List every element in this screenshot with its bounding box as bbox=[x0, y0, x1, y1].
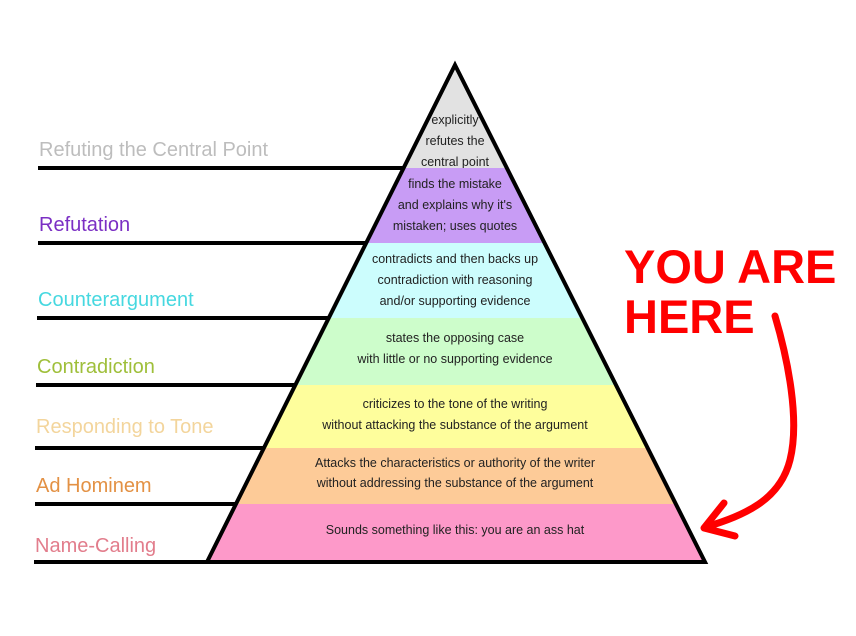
level-description: states the opposing case bbox=[386, 331, 524, 345]
level-label: Counterargument bbox=[38, 289, 194, 311]
level-band bbox=[366, 168, 545, 243]
level-description: finds the mistake bbox=[408, 177, 502, 191]
level-description: explicitly bbox=[431, 113, 479, 127]
level-description: mistaken; uses quotes bbox=[393, 219, 517, 233]
pyramid-level-5: criticizes to the tone of the writing wit… bbox=[35, 385, 648, 450]
level-description: without addressing the substance of the … bbox=[316, 476, 594, 490]
level-description: and/or supporting evidence bbox=[380, 294, 531, 308]
level-description: central point bbox=[421, 155, 490, 169]
level-description: refutes the bbox=[425, 134, 484, 148]
arrowhead-icon bbox=[700, 499, 739, 540]
arrow-icon bbox=[702, 312, 798, 531]
level-description: criticizes to the tone of the writing bbox=[363, 397, 548, 411]
level-label: Ad Hominem bbox=[36, 475, 152, 497]
level-label: Responding to Tone bbox=[36, 416, 214, 438]
level-label: Refuting the Central Point bbox=[39, 139, 268, 161]
level-label: Name-Calling bbox=[35, 535, 156, 557]
level-band bbox=[235, 448, 676, 504]
level-band bbox=[207, 504, 705, 562]
you-are-here-line2: HERE bbox=[624, 290, 755, 343]
pyramid-level-3: contradicts and then backs up contradicti… bbox=[37, 243, 583, 320]
level-description: with little or no supporting evidence bbox=[356, 352, 552, 366]
level-description: without attacking the substance of the a… bbox=[321, 418, 588, 432]
you-are-here-line1: YOU ARE bbox=[624, 240, 837, 293]
pyramid-level-7: Sounds something like this: you are an a… bbox=[34, 504, 705, 564]
level-band bbox=[328, 243, 583, 318]
level-band bbox=[263, 385, 648, 448]
level-description: Attacks the characteristics or authority… bbox=[315, 456, 595, 470]
level-description: contradiction with reasoning bbox=[378, 273, 533, 287]
level-description: contradicts and then backs up bbox=[372, 252, 538, 266]
pyramid-level-6: Attacks the characteristics or authority… bbox=[35, 448, 676, 506]
level-label: Refutation bbox=[39, 214, 130, 236]
level-label: Contradiction bbox=[37, 356, 155, 378]
level-band bbox=[295, 318, 616, 385]
pyramid-outline bbox=[203, 60, 709, 564]
level-description: and explains why it's bbox=[398, 198, 512, 212]
pyramid-level-1: explicitly refutes the central point Refuti… bbox=[38, 65, 507, 170]
pyramid-level-4: states the opposing case with little or n… bbox=[36, 318, 616, 387]
level-description: Sounds something like this: you are an a… bbox=[326, 523, 585, 537]
pyramid-level-2: finds the mistake and explains why it's mi… bbox=[38, 168, 545, 245]
level-band bbox=[403, 65, 507, 168]
